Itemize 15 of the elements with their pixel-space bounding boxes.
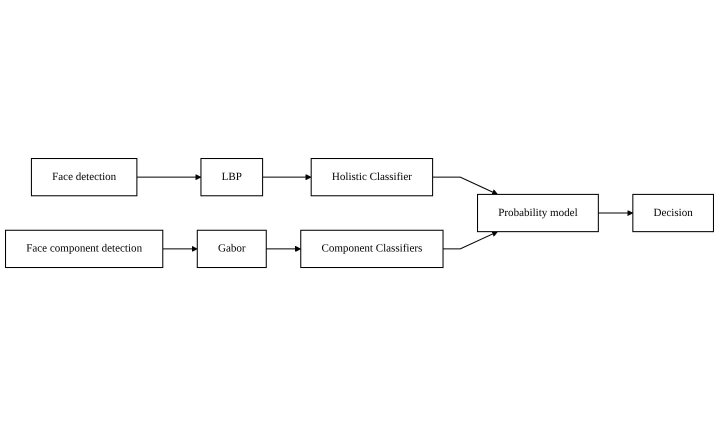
node-box: Gabor xyxy=(196,230,267,268)
node-box: Holistic Classifier xyxy=(310,158,434,196)
arrow xyxy=(598,210,634,216)
node-box: Decision xyxy=(632,194,714,232)
arrow xyxy=(136,174,202,180)
node-box: Component Classifiers xyxy=(300,230,444,268)
arrow xyxy=(443,231,498,250)
node-box: Face component detection xyxy=(5,230,164,268)
arrow xyxy=(266,246,302,252)
node-box: Probability model xyxy=(477,194,599,232)
node-box: LBP xyxy=(200,158,264,196)
arrow xyxy=(262,174,312,180)
node-box: Face detection xyxy=(30,158,138,196)
arrow xyxy=(432,176,498,195)
arrow xyxy=(162,246,198,252)
